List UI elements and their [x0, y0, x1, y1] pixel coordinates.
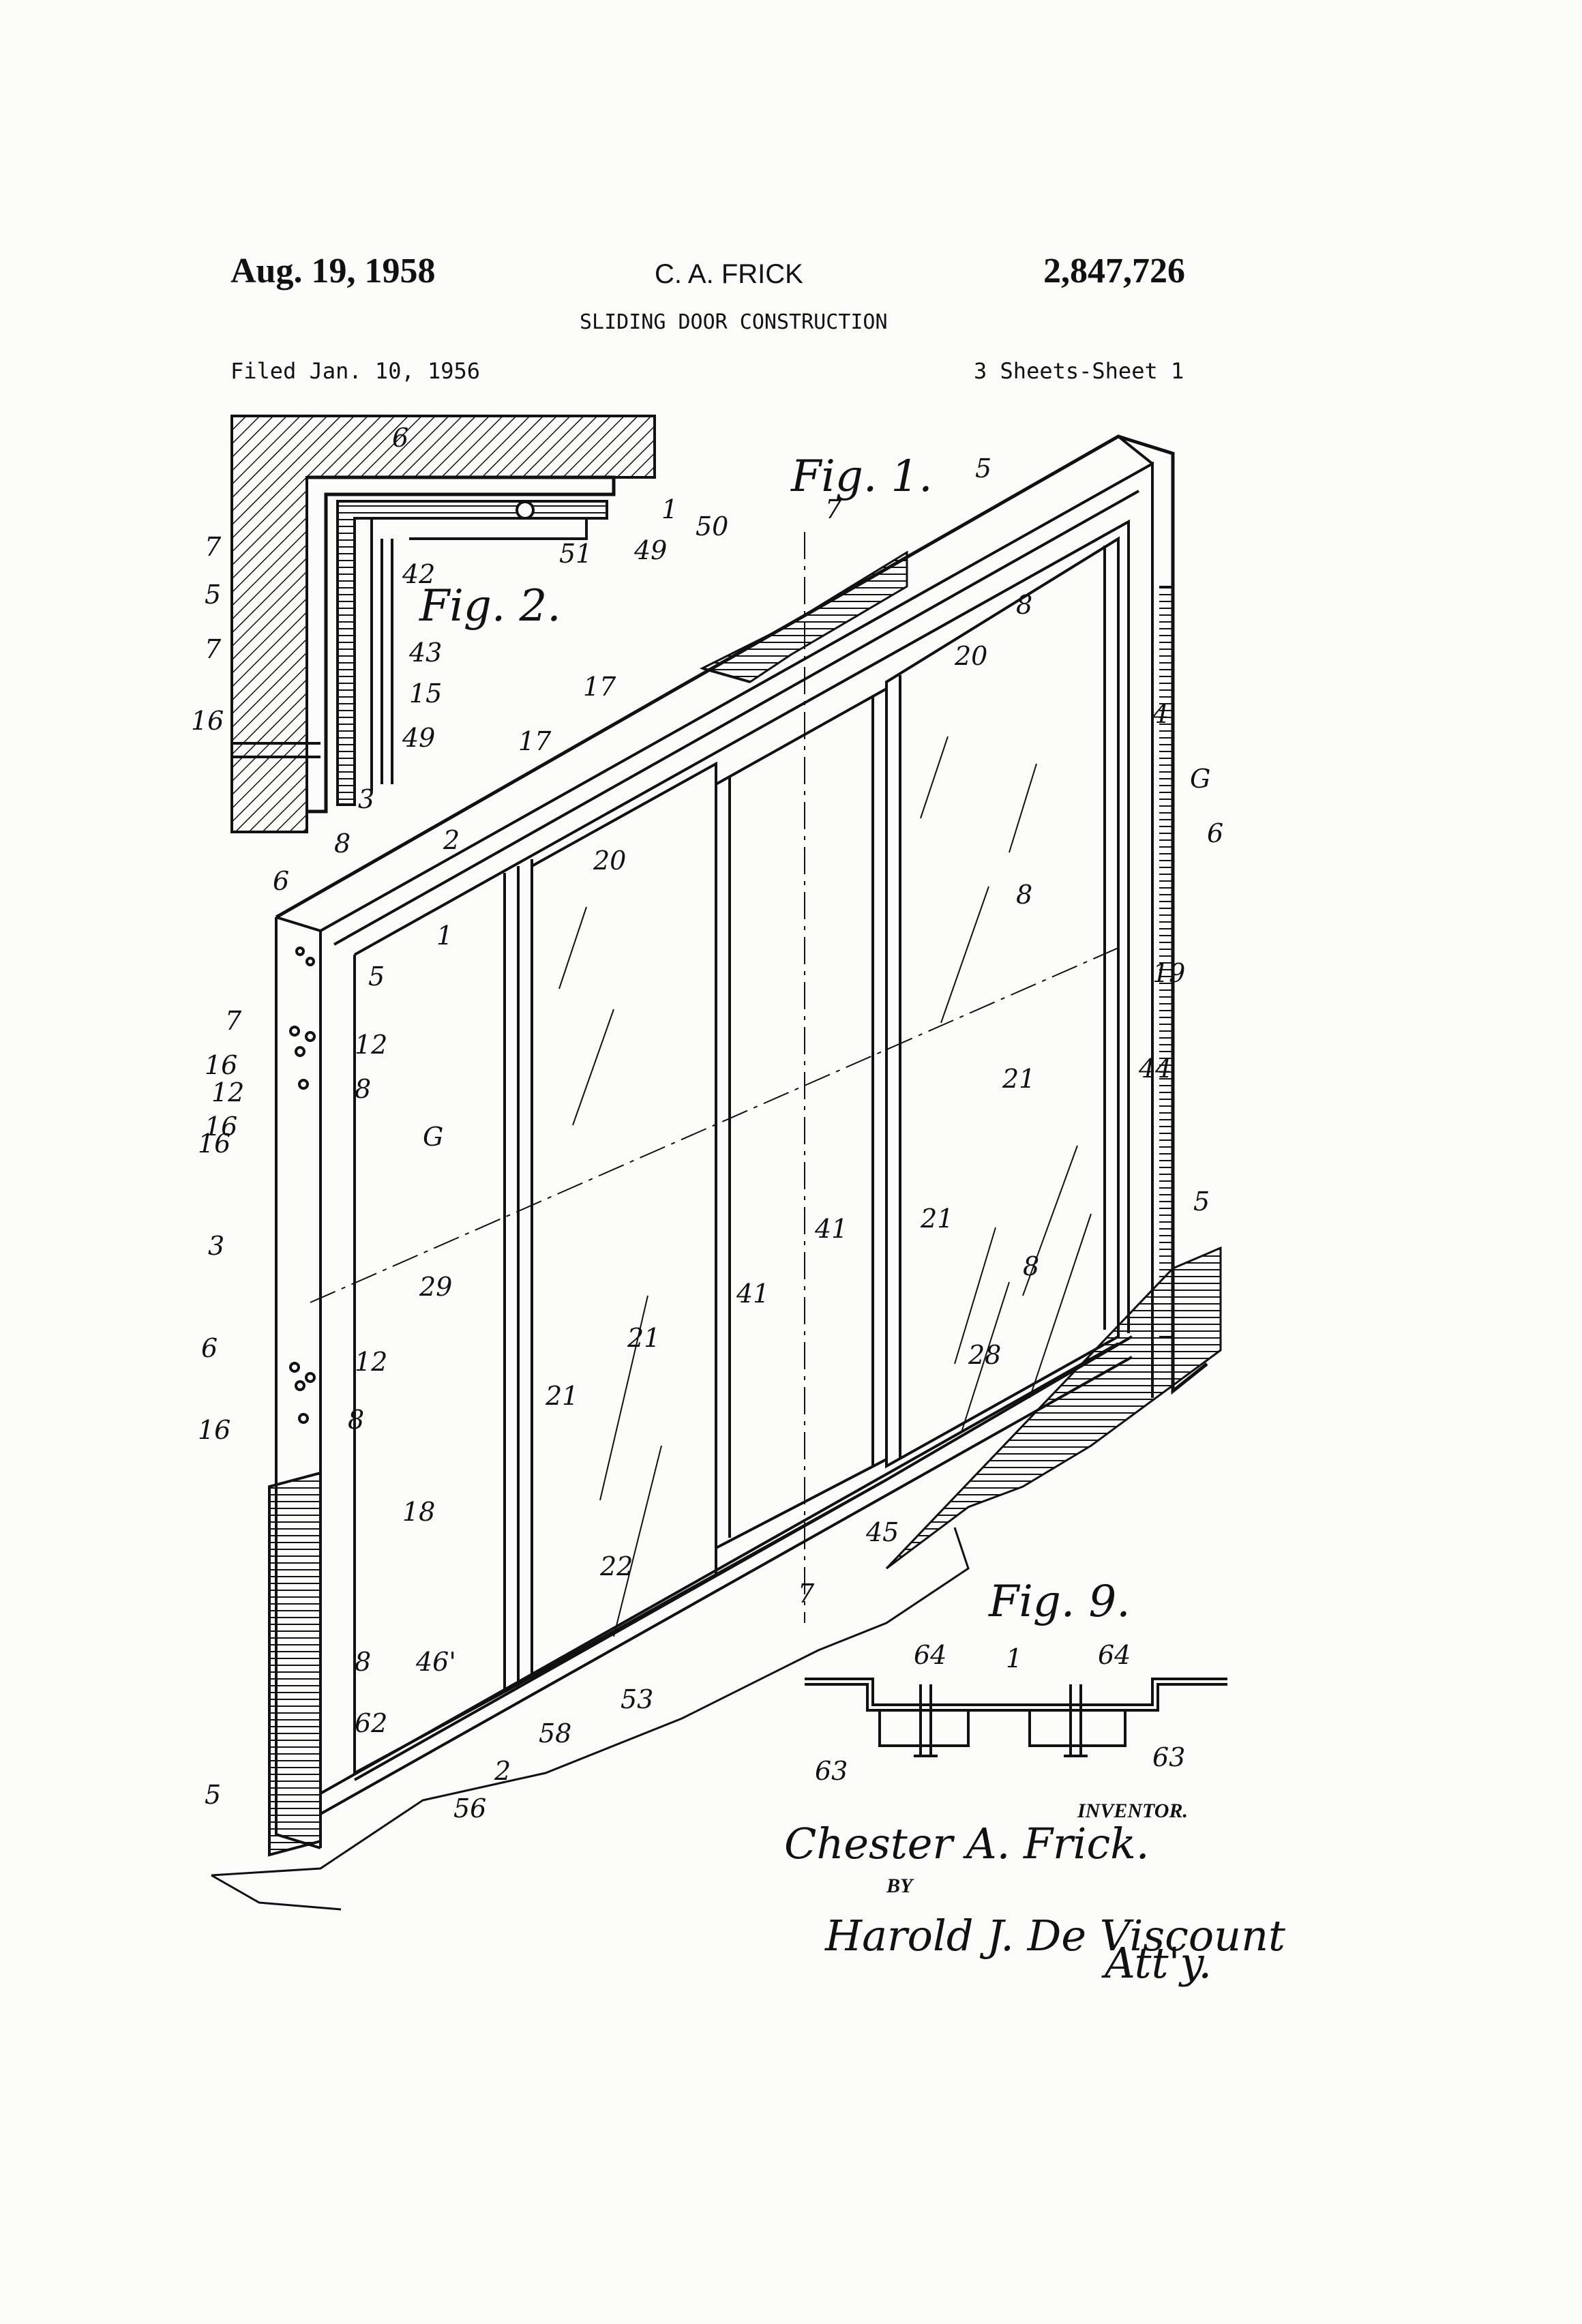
fig2-label: 8: [334, 829, 350, 859]
fig1-label: 2: [443, 825, 460, 855]
fig1-label: 8: [1016, 590, 1032, 620]
fig2-label: 51: [559, 539, 592, 569]
fig1-label: 12: [211, 1077, 244, 1107]
fig1-label: 1: [436, 921, 453, 951]
fig1-label: 28: [968, 1340, 1001, 1370]
fig1-label: 46': [415, 1647, 456, 1677]
attorney-suffix: Att'y.: [1101, 1938, 1212, 1988]
fig1-label: 56: [453, 1793, 486, 1823]
fig9-label: 64: [1098, 1640, 1131, 1670]
fig1-label: 18: [402, 1497, 435, 1527]
fig1-label: 29: [419, 1272, 452, 1302]
fig9-labels: 64 1 64 63 63: [815, 1640, 1185, 1786]
fig1-label: 21: [920, 1204, 953, 1234]
fig1-label: 4: [1152, 699, 1169, 729]
fig2-label: 3: [358, 784, 374, 814]
fig1-label: 53: [621, 1684, 653, 1714]
fig2-label: 49: [402, 723, 435, 753]
fig1-label: 7: [225, 1006, 242, 1036]
fig2-label: 50: [696, 511, 728, 541]
fig1-label: 5: [1193, 1187, 1210, 1217]
fig2-label: 42: [402, 559, 435, 589]
fig2-label: 43: [408, 638, 442, 668]
fig1-label: 2: [494, 1756, 511, 1786]
fig1-label: 17: [583, 672, 616, 702]
fig1-label: 17: [518, 726, 552, 756]
fig1-label: 6: [273, 866, 289, 896]
fig2-label: 7: [205, 634, 222, 664]
fig9-title: Fig. 9.: [988, 1577, 1131, 1627]
inventor-signature: Chester A. Frick.: [784, 1819, 1150, 1868]
fig1-label: 5: [368, 962, 385, 992]
fig2-label: 7: [205, 532, 222, 562]
fig1-label: 41: [736, 1279, 769, 1309]
fig1-title: Fig. 1.: [790, 451, 933, 502]
fig2-label: 1: [661, 494, 678, 524]
fig1-label: 44: [1138, 1054, 1171, 1084]
fig1-label: 21: [627, 1323, 660, 1353]
fig9-label: 64: [914, 1640, 946, 1670]
fig1-label: 12: [355, 1347, 387, 1377]
fig1-label: G: [423, 1122, 443, 1152]
fig1-label: 5: [975, 453, 991, 483]
fig1-label: 45: [865, 1517, 899, 1547]
fig1-label: 58: [539, 1718, 571, 1748]
fig1-label: 22: [599, 1551, 633, 1581]
fig1-label: 21: [1002, 1064, 1035, 1094]
fig2-label: 49: [633, 535, 667, 565]
fig2-label: 15: [409, 679, 442, 709]
fig9-label: 1: [1006, 1643, 1022, 1673]
fig1-label: 6: [201, 1333, 218, 1363]
fig1-label: 16: [205, 1050, 237, 1080]
fig1-label: 7: [798, 1579, 815, 1609]
fig1-label: 41: [814, 1214, 848, 1244]
fig1-label: 21: [545, 1381, 578, 1411]
fig1-label: 16: [198, 1415, 230, 1445]
fig1-label: 62: [355, 1708, 387, 1738]
fig1-label: 8: [1023, 1251, 1039, 1281]
fig1-label: 8: [348, 1405, 364, 1435]
fig9-label: 63: [1152, 1742, 1185, 1772]
fig1-label: 8: [1016, 880, 1032, 910]
fig1-label: 20: [593, 846, 626, 876]
fig1-label: 19: [1152, 958, 1185, 988]
fig2-label: 5: [205, 580, 221, 610]
fig1-label: 5: [205, 1780, 221, 1810]
fig1-label: 20: [954, 641, 987, 671]
fig1-label: G: [1190, 764, 1210, 794]
fig2-label: 6: [392, 423, 408, 453]
by-label: BY: [886, 1875, 914, 1897]
fig1-label: 8: [355, 1074, 371, 1104]
signature-block: INVENTOR. Chester A. Frick. BY Harold J.…: [784, 1800, 1285, 1988]
fig2-title: Fig. 2.: [419, 581, 561, 631]
fig1-label: 12: [355, 1030, 387, 1060]
fig1-label: 6: [1207, 818, 1223, 848]
fig2-label: 16: [191, 706, 224, 736]
fig9-label: 63: [815, 1756, 848, 1786]
fig1-label: 16: [198, 1129, 230, 1159]
attorney-signature: Harold J. De Viscount: [824, 1911, 1285, 1961]
fig1-label: 3: [208, 1231, 224, 1261]
fig1-label: 8: [355, 1647, 371, 1677]
fig1-label: 7: [825, 494, 842, 524]
